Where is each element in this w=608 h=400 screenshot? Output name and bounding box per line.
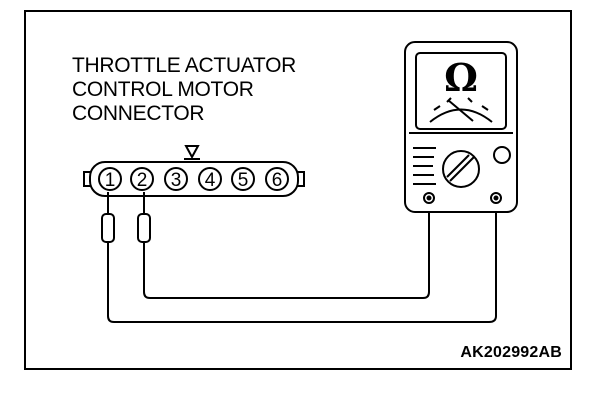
meter-terminal-right-center <box>493 195 499 201</box>
meter-needle <box>447 99 474 122</box>
meter-terminal-left-center <box>426 195 432 201</box>
lead-pin-2-to-meter <box>143 203 430 299</box>
meter-dial-pointer-edge <box>446 154 470 178</box>
pin-2 <box>130 167 154 191</box>
pin-1 <box>98 167 122 191</box>
connector-title-line-3: CONNECTOR <box>72 102 205 125</box>
pin-label-5: 5 <box>238 170 249 191</box>
lead-pin-1-to-meter <box>107 203 497 323</box>
ohmmeter <box>404 41 518 213</box>
pin-4 <box>198 167 222 191</box>
meter-scale-tick-1 <box>433 105 441 111</box>
pin-5 <box>231 167 255 191</box>
probe-1-handle <box>101 213 115 243</box>
pin-label-2: 2 <box>137 170 148 191</box>
connector-title-line-1: THROTTLE ACTUATOR <box>72 54 296 77</box>
connector-key-triangle-icon <box>184 145 200 160</box>
meter-scale-tick-2 <box>446 97 452 103</box>
meter-scale-tick-3 <box>467 97 473 103</box>
probe-2-handle <box>137 213 151 243</box>
meter-display <box>415 52 507 130</box>
meter-scale-tick-4 <box>481 105 489 111</box>
pin-label-4: 4 <box>205 170 216 191</box>
meter-adjust-knob <box>493 146 511 164</box>
pin-label-3: 3 <box>171 170 182 191</box>
figure-code: AK202992AB <box>460 344 562 361</box>
connector-title-line-2: CONTROL MOTOR <box>72 78 254 101</box>
test-leads <box>107 203 497 323</box>
pin-3 <box>164 167 188 191</box>
test-probes <box>101 192 151 243</box>
meter-range-markings <box>413 147 436 185</box>
ohm-symbol-icon: Ω <box>444 55 478 100</box>
connector-pins <box>98 167 289 191</box>
pin-6 <box>265 167 289 191</box>
pin-label-1: 1 <box>105 170 116 191</box>
pin-label-6: 6 <box>272 170 283 191</box>
meter-dial-pointer <box>449 156 475 182</box>
